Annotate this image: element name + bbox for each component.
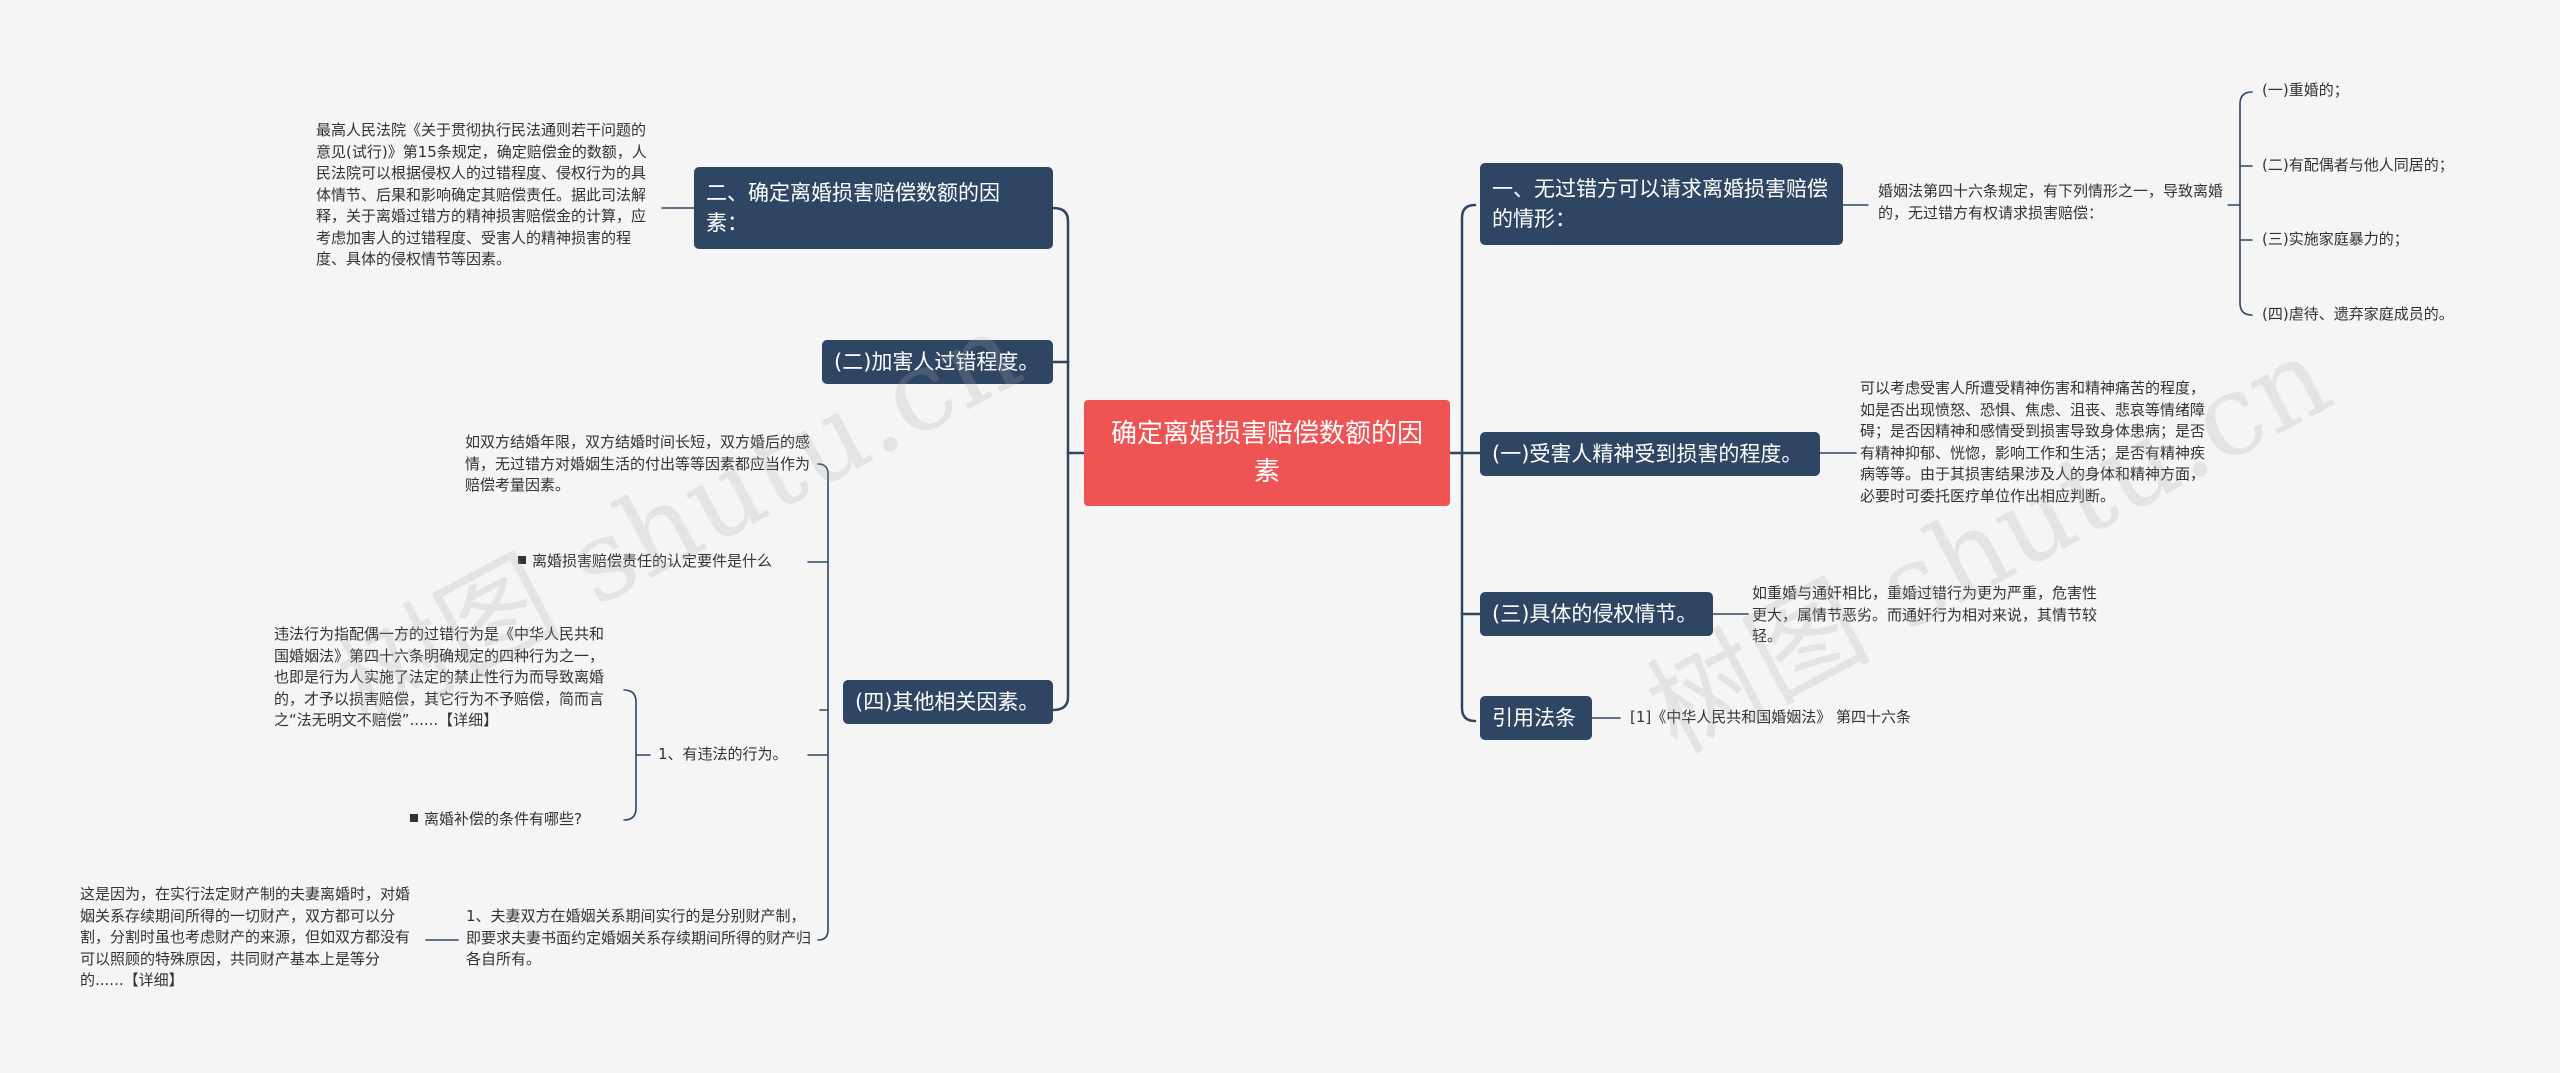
link-recognition-elements[interactable]: 离婚损害赔偿责任的认定要件是什么 [518,551,808,573]
no-fault-claim-description: 婚姻法第四十六条规定，有下列情形之一，导致离婚的，无过错方有权请求损害赔偿： [1878,182,2224,222]
branch-compensation-factors[interactable]: 二、确定离婚损害赔偿数额的因素： [694,167,1053,249]
bullet-square-icon [410,813,418,822]
branch-victim-damage[interactable]: (一)受害人精神受到损害的程度。 [1480,432,1820,476]
central-topic-label: 确定离婚损害赔偿数额的因素 [1110,419,1423,487]
link-compensation-conditions[interactable]: 离婚补偿的条件有哪些? [410,809,630,831]
branch-no-fault-claim[interactable]: 一、无过错方可以请求离婚损害赔偿的情形： [1480,163,1843,245]
victim-damage-description: 可以考虑受害人所遭受精神伤害和精神痛苦的程度，如是否出现愤怒、恐惧、焦虑、沮丧、… [1860,379,2206,505]
separate-property-description: 这是因为，在实行法定财产制的夫妻离婚时，对婚姻关系存续期间所得的一切财产，双方都… [80,885,411,989]
branch-other-factors[interactable]: (四)其他相关因素。 [843,680,1053,724]
case-item-1: (一)重婚的； [2262,81,2349,99]
branch-offender-fault[interactable]: (二)加害人过错程度。 [822,340,1053,384]
branch-no-fault-claim-label: 一、无过错方可以请求离婚损害赔偿的情形： [1492,177,1828,231]
cited-law-description: [1]《中华人民共和国婚姻法》 第四十六条 [1630,708,1912,726]
case-item-2: (二)有配偶者与他人同居的； [2262,156,2454,174]
link-compensation-conditions-label: 离婚补偿的条件有哪些? [424,810,582,828]
illegal-act-description: 违法行为指配偶一方的过错行为是《中华人民共和国婚姻法》第四十六条明确规定的四种行… [274,625,605,729]
central-topic[interactable]: 确定离婚损害赔偿数额的因素 [1084,400,1450,506]
case-item-4: (四)虐待、遗弃家庭成员的。 [2262,305,2454,323]
link-recognition-elements-label: 离婚损害赔偿责任的认定要件是什么 [532,552,773,570]
illegal-act-label: 1、有违法的行为。 [658,745,788,763]
branch-infringement-details[interactable]: (三)具体的侵权情节。 [1480,592,1713,636]
branch-offender-fault-label: (二)加害人过错程度。 [834,350,1040,374]
bullet-square-icon [518,555,526,564]
branch-infringement-details-label: (三)具体的侵权情节。 [1492,602,1698,626]
branch-compensation-factors-label: 二、确定离婚损害赔偿数额的因素： [706,181,1000,235]
compensation-factors-description: 最高人民法院《关于贯彻执行民法通则若干问题的意见(试行)》第15条规定，确定赔偿… [316,121,647,268]
branch-victim-damage-label: (一)受害人精神受到损害的程度。 [1492,442,1803,466]
case-item-3: (三)实施家庭暴力的； [2262,230,2409,248]
separate-property-label: 1、夫妻双方在婚姻关系期间实行的是分别财产制，即要求夫妻书面约定婚姻关系存续期间… [466,907,812,968]
branch-other-factors-label: (四)其他相关因素。 [855,690,1040,714]
other-factors-marriage-length: 如双方结婚年限，双方结婚时间长短，双方婚后的感情，无过错方对婚姻生活的付出等等因… [465,433,811,494]
branch-cited-law[interactable]: 引用法条 [1480,696,1592,740]
branch-cited-law-label: 引用法条 [1492,706,1576,730]
infringement-details-description: 如重婚与通奸相比，重婚过错行为更为严重，危害性更大，属情节恶劣。而通奸行为相对来… [1752,584,2098,645]
